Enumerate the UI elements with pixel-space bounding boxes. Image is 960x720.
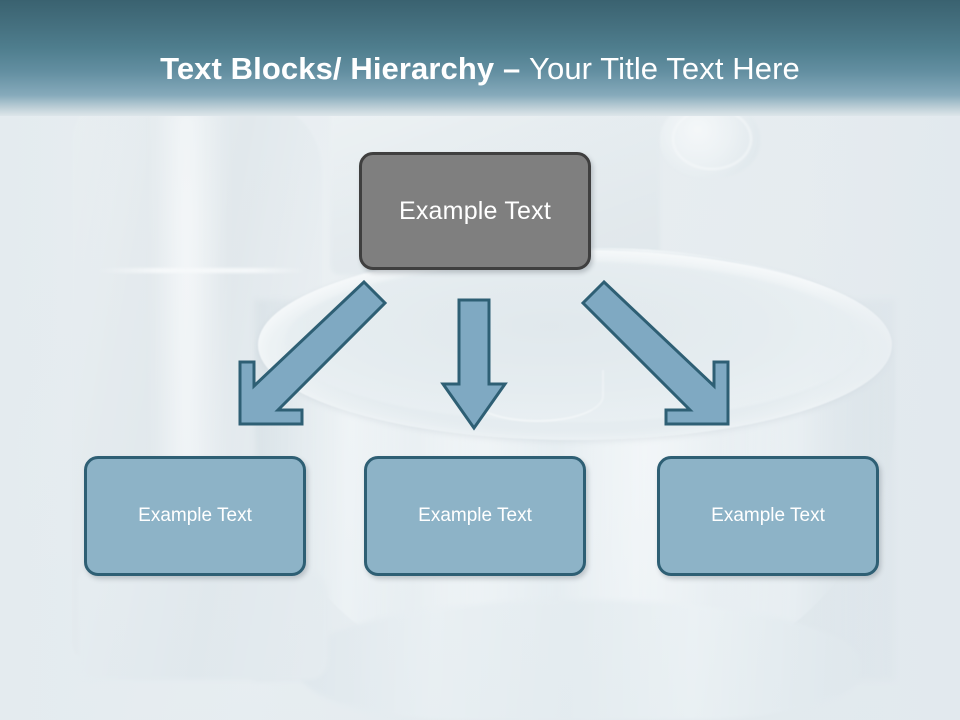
page-title: Text Blocks/ Hierarchy – Your Title Text… — [0, 50, 960, 88]
node-child-2[interactable]: Example Text — [364, 456, 586, 576]
title-banner: Text Blocks/ Hierarchy – Your Title Text… — [0, 0, 960, 116]
node-root[interactable]: Example Text — [359, 152, 591, 270]
background-vignette-right — [810, 110, 960, 720]
page-title-light: Your Title Text Here — [529, 51, 800, 86]
node-root-label: Example Text — [398, 196, 551, 225]
node-child-3[interactable]: Example Text — [657, 456, 879, 576]
arrow-down-right-icon — [580, 279, 730, 426]
background-vignette-left — [0, 110, 120, 720]
node-child-1[interactable]: Example Text — [84, 456, 306, 576]
arrow-down-left-icon — [238, 279, 388, 426]
node-child-2-label: Example Text — [418, 505, 532, 526]
page-title-bold: Text Blocks/ Hierarchy – — [160, 51, 521, 86]
node-child-3-label: Example Text — [711, 505, 825, 526]
arrow-down-icon — [440, 298, 508, 431]
node-child-1-label: Example Text — [138, 505, 252, 526]
